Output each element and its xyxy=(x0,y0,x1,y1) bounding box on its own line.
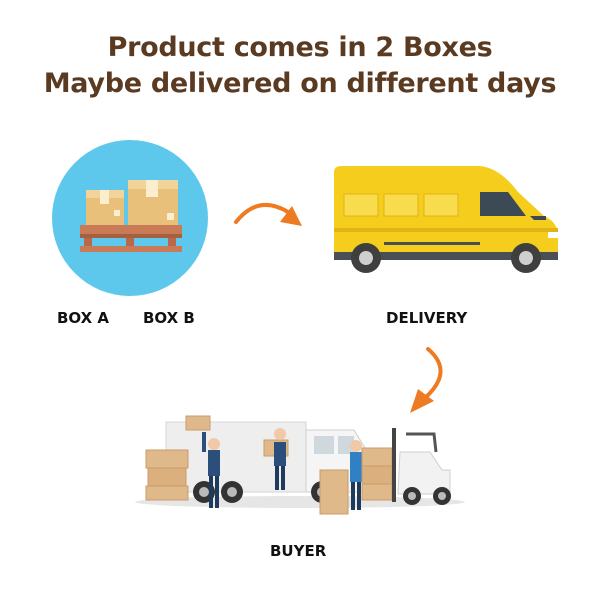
box-stack-right xyxy=(361,447,393,501)
title-line-2: Maybe delivered on different days xyxy=(43,68,557,99)
box-b-label: BOX B xyxy=(143,309,195,327)
delivery-label: DELIVERY xyxy=(386,309,468,327)
box-b-icon xyxy=(128,180,178,225)
worker-lifting-box xyxy=(185,415,220,508)
page-title: Product comes in 2 Boxes Maybe delivered… xyxy=(0,30,600,102)
buyer-woman xyxy=(319,440,362,515)
delivery-van xyxy=(334,166,558,273)
forklift xyxy=(392,428,451,505)
buyer-label: BUYER xyxy=(270,542,327,560)
title-line-1: Product comes in 2 Boxes xyxy=(107,32,493,63)
boxes-illustration xyxy=(52,140,208,296)
arrow-to-delivery-icon xyxy=(234,203,302,226)
box-a-label: BOX A xyxy=(57,309,110,327)
box-a-icon xyxy=(86,190,124,225)
buyer-scene xyxy=(135,415,465,515)
pallet xyxy=(80,225,182,234)
worker-carrying-box xyxy=(263,428,289,490)
box-stack-left xyxy=(145,449,189,501)
arrow-to-buyer-icon xyxy=(410,347,443,413)
